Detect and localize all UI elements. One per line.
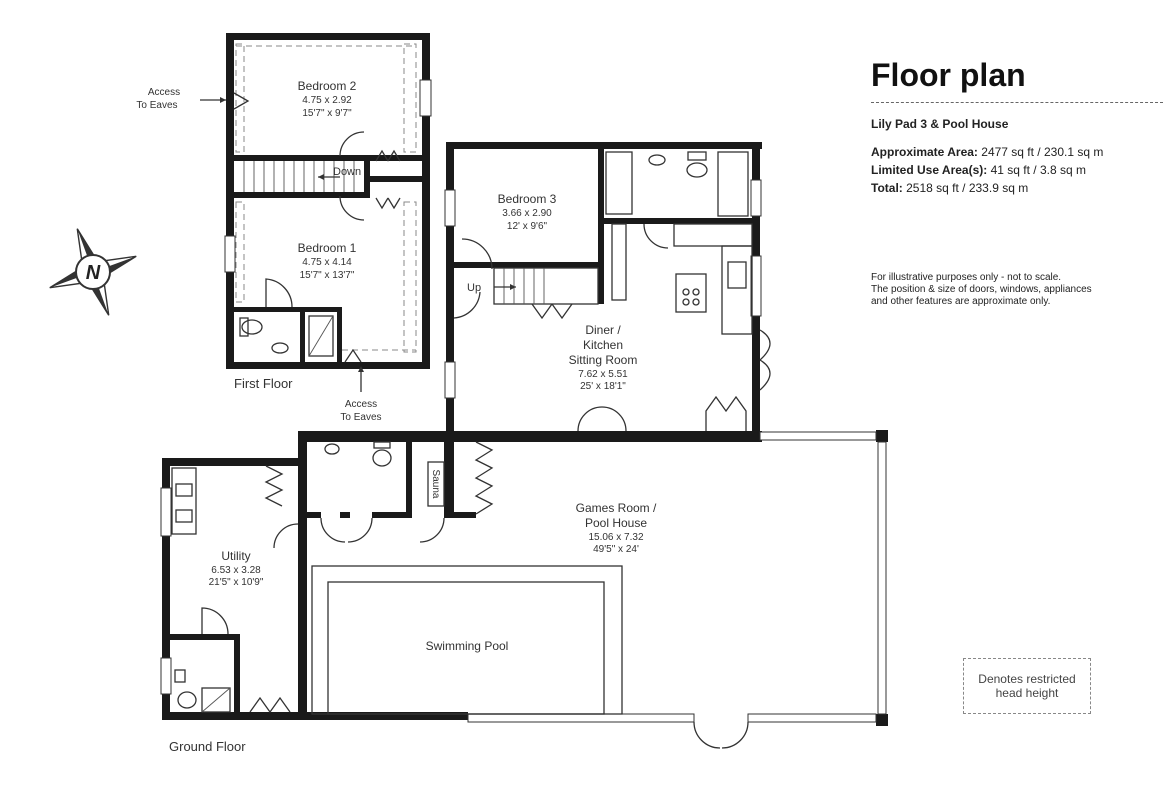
limited-use-value: 41 sq ft / 3.8 sq m	[990, 163, 1086, 177]
access-eaves-2-line1: Access	[345, 399, 377, 410]
approx-area-value: 2477 sq ft / 230.1 sq m	[981, 145, 1104, 159]
legend-line1: Denotes restricted	[978, 672, 1076, 686]
access-eaves-2-line2: To Eaves	[340, 412, 381, 423]
ground-floor-utility	[160, 458, 307, 720]
compass-icon: N	[49, 228, 137, 316]
games-metric: 15.06 x 7.32	[588, 532, 643, 543]
utility-imperial: 21'5" x 10'9"	[209, 577, 264, 588]
first-floor-label: First Floor	[234, 376, 293, 391]
access-eaves-1-line2: To Eaves	[136, 100, 177, 111]
diner-metric: 7.62 x 5.51	[578, 369, 628, 380]
legend-line2: head height	[995, 686, 1059, 700]
approx-area-row: Approximate Area: 2477 sq ft / 230.1 sq …	[871, 145, 1161, 159]
stair-up-label: Up	[467, 282, 481, 294]
diner-name-line2: Kitchen	[583, 338, 623, 352]
page-title: Floor plan	[871, 57, 1026, 93]
property-name: Lily Pad 3 & Pool House	[871, 117, 1009, 131]
bedroom1-imperial: 15'7" x 13'7"	[300, 270, 355, 281]
bedroom1-metric: 4.75 x 4.14	[302, 257, 352, 268]
first-floor-plan	[224, 33, 432, 369]
diner-imperial: 25' x 18'1"	[580, 381, 626, 392]
games-imperial: 49'5" x 24'	[593, 544, 639, 555]
sauna-name: Sauna	[430, 470, 441, 499]
disclaimer-line1: For illustrative purposes only - not to …	[871, 272, 1062, 283]
bedroom3-metric: 3.66 x 2.90	[502, 208, 552, 219]
info-panel: Floor plan Lily Pad 3 & Pool House Appro…	[871, 56, 1163, 195]
games-name-line2: Pool House	[585, 516, 647, 530]
total-area-label: Total:	[871, 181, 903, 195]
stair-down-label: Down	[333, 166, 361, 178]
access-eaves-1-line1: Access	[148, 87, 180, 98]
total-area-row: Total: 2518 sq ft / 233.9 sq m	[871, 181, 1161, 195]
pool-name: Swimming Pool	[426, 639, 509, 653]
area-summary: Approximate Area: 2477 sq ft / 230.1 sq …	[871, 145, 1161, 195]
bedroom3-imperial: 12' x 9'6"	[507, 221, 548, 232]
title-divider	[871, 102, 1163, 103]
restricted-height-legend: Denotes restricted head height	[963, 658, 1091, 714]
bedroom2-metric: 4.75 x 2.92	[302, 95, 352, 106]
ground-floor-main-block	[444, 142, 771, 442]
bedroom2-name: Bedroom 2	[298, 79, 357, 93]
bedroom2-imperial: 15'7" x 9'7"	[302, 108, 352, 119]
limited-use-label: Limited Use Area(s):	[871, 163, 988, 177]
compass-letter: N	[86, 262, 101, 284]
bedroom3-name: Bedroom 3	[498, 192, 557, 206]
diner-name-line1: Diner /	[585, 323, 621, 337]
games-name-line1: Games Room /	[576, 501, 657, 515]
disclaimer-note: For illustrative purposes only - not to …	[871, 272, 1151, 308]
disclaimer-line2: The position & size of doors, windows, a…	[871, 284, 1092, 295]
utility-metric: 6.53 x 3.28	[211, 565, 261, 576]
total-area-value: 2518 sq ft / 233.9 sq m	[906, 181, 1029, 195]
bedroom1-name: Bedroom 1	[298, 241, 357, 255]
diner-name-line3: Sitting Room	[569, 353, 638, 367]
ground-floor-label: Ground Floor	[169, 739, 246, 754]
utility-name: Utility	[221, 549, 250, 563]
limited-use-row: Limited Use Area(s): 41 sq ft / 3.8 sq m	[871, 163, 1161, 177]
ground-floor-pool-house	[298, 430, 888, 749]
disclaimer-line3: and other features are approximate only.	[871, 296, 1051, 307]
approx-area-label: Approximate Area:	[871, 145, 978, 159]
